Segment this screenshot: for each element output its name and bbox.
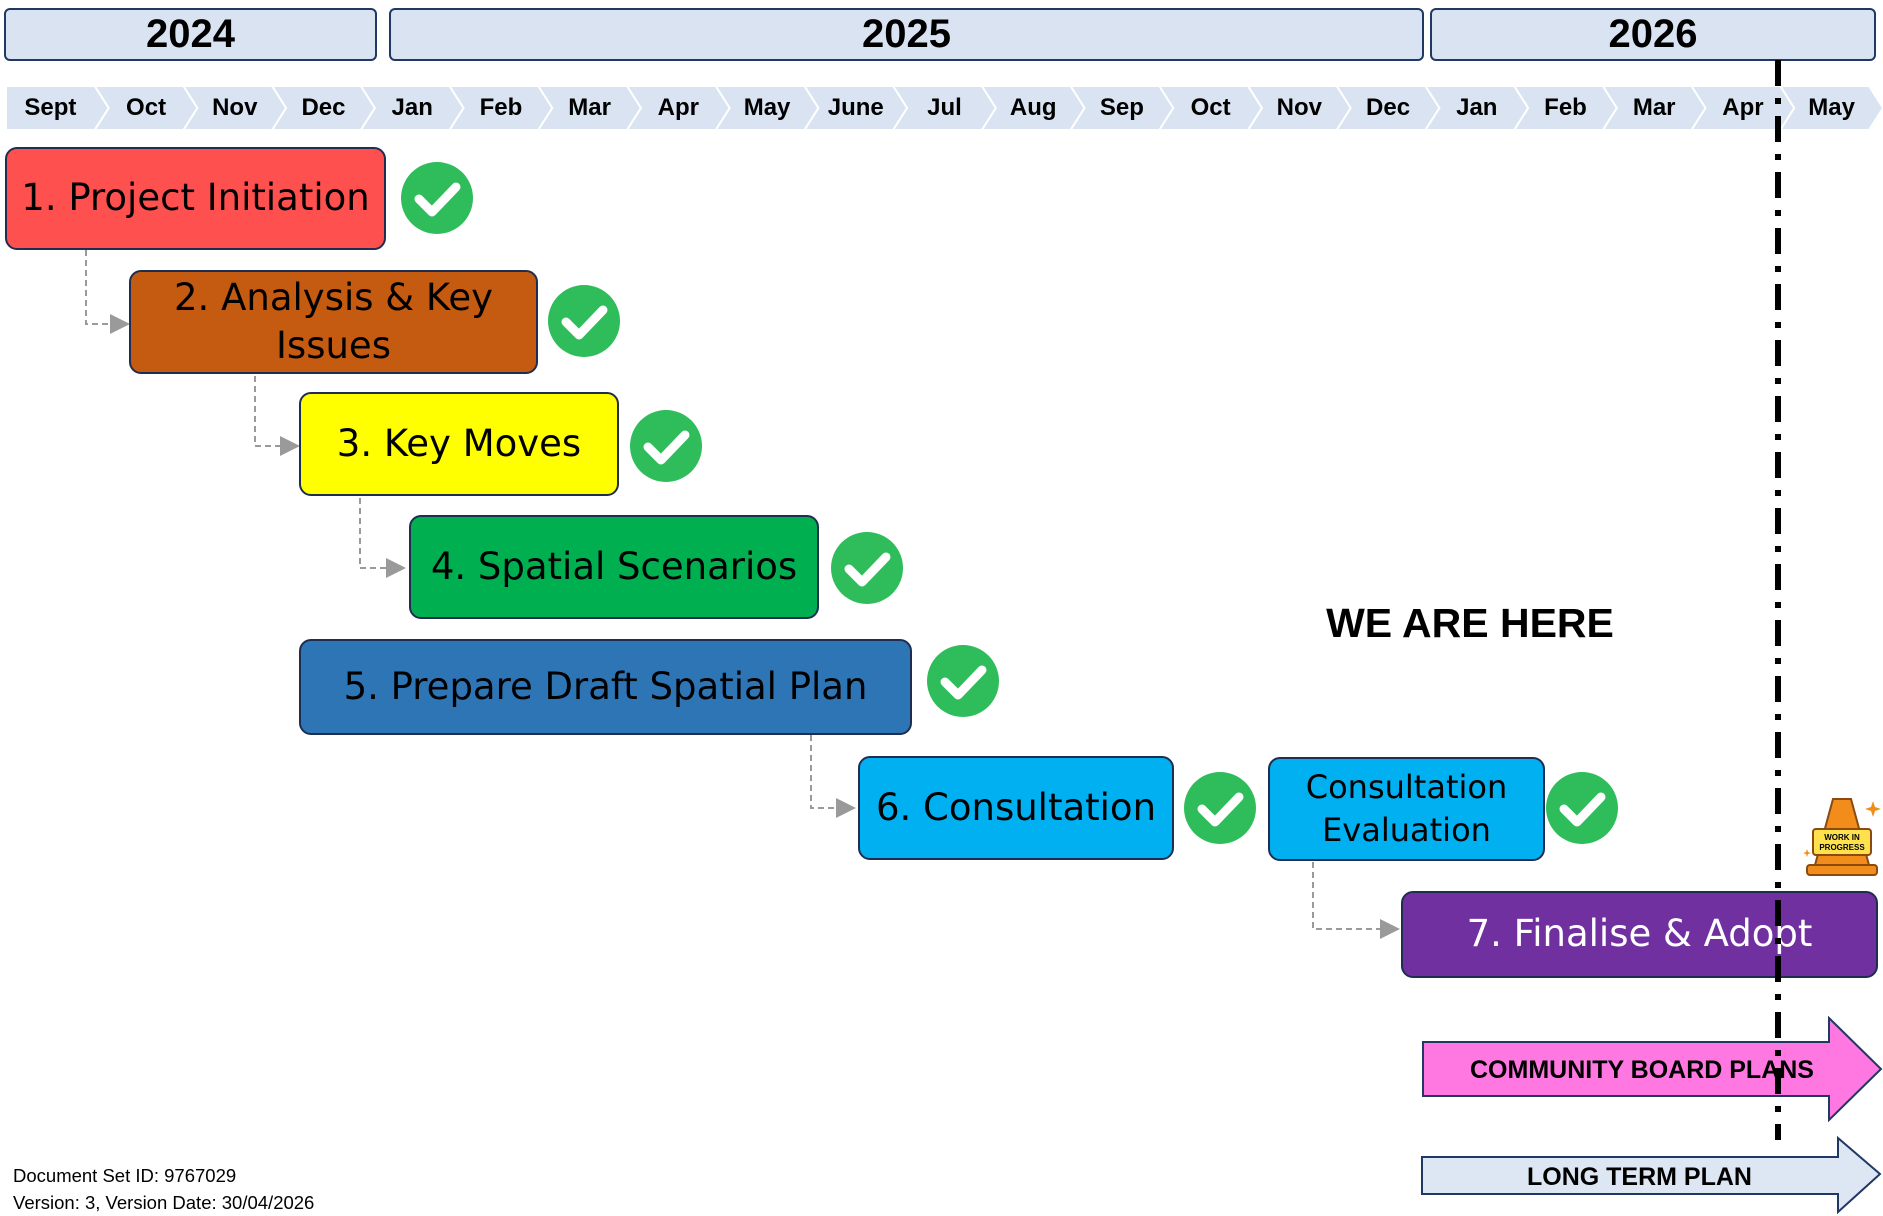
phase-6-label: 6. Consultation bbox=[875, 785, 1157, 829]
month-chevron bbox=[93, 86, 199, 130]
month-label: Oct bbox=[1190, 94, 1231, 121]
consultation-evaluation-line2: Evaluation bbox=[1322, 811, 1491, 849]
month-label: Sep bbox=[1099, 94, 1144, 121]
phase-6-consultation: 6. Consultation bbox=[858, 756, 1174, 860]
month-chevron bbox=[1424, 86, 1530, 130]
cone-text-line2: PROGRESS bbox=[1819, 843, 1865, 852]
month-chevron bbox=[1690, 86, 1796, 130]
month-label: Jan bbox=[391, 94, 433, 121]
check-circle-icon bbox=[831, 532, 903, 604]
month-chevron bbox=[448, 86, 554, 130]
month-label: Apr bbox=[1722, 94, 1764, 121]
month-bar: Sept Oct Nov Dec Jan Feb Mar Apr May June Jul Aug Se… bbox=[6, 86, 1883, 130]
month-label: Apr bbox=[657, 94, 700, 121]
month-chevron bbox=[1601, 86, 1707, 130]
check-circle-icon bbox=[630, 410, 702, 482]
month-chevron bbox=[182, 86, 288, 130]
document-set-id: Document Set ID: 9767029 bbox=[13, 1165, 237, 1186]
month-chevron bbox=[980, 86, 1086, 130]
month-label: Oct bbox=[126, 94, 167, 121]
phase-7-finalise-adopt: 7. Finalise & Adopt bbox=[1401, 891, 1878, 978]
month-label: Nov bbox=[1276, 94, 1323, 121]
connector-1-2 bbox=[85, 250, 130, 334]
month-label: Mar bbox=[1632, 94, 1676, 121]
phase-5-label: 5. Prepare Draft Spatial Plan bbox=[343, 664, 868, 708]
connector-3-4 bbox=[359, 498, 406, 578]
month-label: Dec bbox=[1366, 94, 1411, 121]
check-circle-icon bbox=[927, 645, 999, 717]
month-chevron bbox=[891, 86, 998, 130]
month-label: Nov bbox=[212, 94, 258, 121]
month-chevron bbox=[537, 86, 643, 130]
phase-3-label: 3. Key Moves bbox=[336, 421, 582, 465]
month-chevron bbox=[803, 86, 909, 130]
month-chevron bbox=[1335, 86, 1441, 130]
phase-1-label: 1. Project Initiation bbox=[21, 176, 370, 220]
connector-2-3 bbox=[254, 376, 300, 456]
phase-2-label-line1: 2. Analysis & Key bbox=[174, 275, 493, 319]
month-chevron bbox=[1158, 86, 1264, 130]
check-circle-icon bbox=[401, 162, 473, 234]
phase-4-spatial-scenarios: 4. Spatial Scenarios bbox=[409, 515, 819, 619]
we-are-here-label: WE ARE HERE bbox=[1326, 600, 1614, 646]
month-chevron bbox=[359, 86, 465, 130]
month-label: Jul bbox=[927, 94, 962, 121]
connector-eval-7 bbox=[1312, 862, 1400, 939]
document-version: Version: 3, Version Date: 30/04/2026 bbox=[13, 1192, 315, 1213]
community-board-plans-label: COMMUNITY BOARD PLANS bbox=[1470, 1055, 1814, 1084]
year-2026-header: 2026 bbox=[1430, 8, 1876, 61]
document-info: Document Set ID: 9767029 Version: 3, Ver… bbox=[13, 1162, 314, 1216]
month-label: Feb bbox=[479, 94, 523, 121]
phase-1-project-initiation: 1. Project Initiation bbox=[5, 147, 386, 250]
month-chevron bbox=[1069, 86, 1175, 130]
check-circle-icon bbox=[1184, 772, 1256, 844]
month-label: Aug bbox=[1009, 94, 1057, 121]
month-chevrons bbox=[6, 86, 1883, 130]
month-label: Sept bbox=[24, 94, 77, 121]
long-term-plan-arrow bbox=[1421, 1136, 1882, 1214]
phase-5-prepare-draft-spatial-plan: 5. Prepare Draft Spatial Plan bbox=[299, 639, 912, 735]
phase-4-label: 4. Spatial Scenarios bbox=[430, 544, 798, 588]
year-2025-header: 2025 bbox=[389, 8, 1424, 61]
connector-5-6 bbox=[810, 735, 856, 818]
consultation-evaluation-line1: Consultation bbox=[1305, 767, 1508, 806]
check-circle-icon bbox=[1546, 772, 1618, 844]
month-chevron bbox=[1512, 86, 1619, 130]
month-label: Feb bbox=[1544, 94, 1587, 121]
month-label: May bbox=[1808, 94, 1855, 121]
month-label: June bbox=[827, 94, 884, 121]
month-label: Jan bbox=[1456, 94, 1498, 121]
month-chevron bbox=[1246, 86, 1352, 130]
month-chevron bbox=[1779, 86, 1883, 130]
phase-consultation-evaluation: Consultation Evaluation bbox=[1268, 757, 1545, 861]
phase-2-label-line2: Issues bbox=[276, 324, 391, 367]
community-board-plans-arrow bbox=[1422, 1016, 1883, 1122]
month-label: May bbox=[743, 94, 791, 121]
year-2024-header: 2024 bbox=[4, 8, 377, 61]
phase-2-analysis-key-issues: 2. Analysis & Key Issues bbox=[129, 270, 538, 374]
current-date-line bbox=[1775, 60, 1781, 1140]
month-chevron bbox=[714, 86, 820, 130]
month-label: Mar bbox=[568, 94, 611, 121]
work-in-progress-cone-icon: WORK IN PROGRESS bbox=[1803, 798, 1881, 876]
phase-7-label: 7. Finalise & Adopt bbox=[1466, 912, 1813, 956]
long-term-plan-label: LONG TERM PLAN bbox=[1527, 1162, 1752, 1191]
month-chevron bbox=[625, 86, 731, 130]
phase-3-key-moves: 3. Key Moves bbox=[299, 392, 619, 496]
month-chevron bbox=[270, 86, 377, 130]
cone-text-line1: WORK IN bbox=[1824, 833, 1860, 842]
check-circle-icon bbox=[548, 285, 620, 357]
month-label: Dec bbox=[301, 94, 346, 121]
